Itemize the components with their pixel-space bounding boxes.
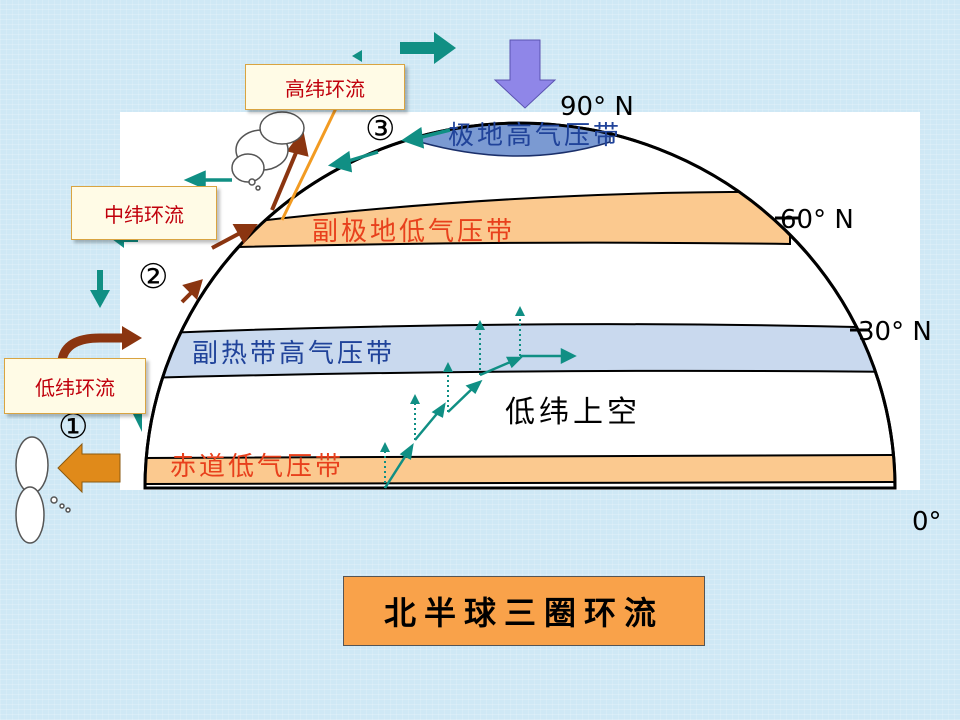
upper-air-label: 低纬上空	[505, 395, 641, 430]
subtropical-high-band	[145, 323, 895, 380]
cell-number-3: ③	[365, 109, 395, 149]
teal-top-left-arrow	[352, 50, 362, 62]
equatorial-low-label: 赤道低气压带	[170, 452, 344, 482]
downward-arrow	[493, 39, 557, 109]
deflection-arrows	[383, 347, 577, 489]
hemisphere	[143, 121, 897, 490]
brown-rising-arrows	[180, 129, 309, 304]
lat30-label: 30° N	[858, 317, 932, 347]
lat60-label: 60° N	[780, 205, 854, 235]
polar-easterlies	[183, 126, 451, 190]
polar-high-label: 极地高气压带	[448, 121, 622, 151]
cloud-icon	[231, 111, 305, 191]
lat0-label: 0°	[912, 507, 942, 537]
polar-high-cap	[419, 123, 611, 157]
subtropical-high-label: 副热带高气压带	[192, 339, 395, 369]
subpolar-low-band	[199, 190, 791, 250]
cloud-icon-low	[15, 436, 71, 544]
lat90-label: 90° N	[560, 92, 634, 122]
mid-lat-cell-label: 中纬环流	[71, 186, 217, 240]
top-teal-arrow	[400, 32, 456, 64]
subpolar-low-label: 副极地低气压带	[312, 217, 515, 247]
rising-dotted-arrows	[384, 312, 521, 488]
cell-number-2: ②	[138, 257, 168, 297]
low-lat-cell-label: 低纬环流	[4, 358, 146, 414]
equatorial-low-band	[145, 453, 895, 486]
low-lat-brown-curve	[57, 333, 128, 362]
polar-front-line	[280, 99, 342, 221]
high-lat-cell-label: 高纬环流	[245, 64, 405, 110]
diagram-title: 北半球三圈环流	[343, 576, 705, 646]
dotted-arrow-heads	[380, 306, 525, 452]
trade-wind-arrow	[57, 442, 121, 494]
